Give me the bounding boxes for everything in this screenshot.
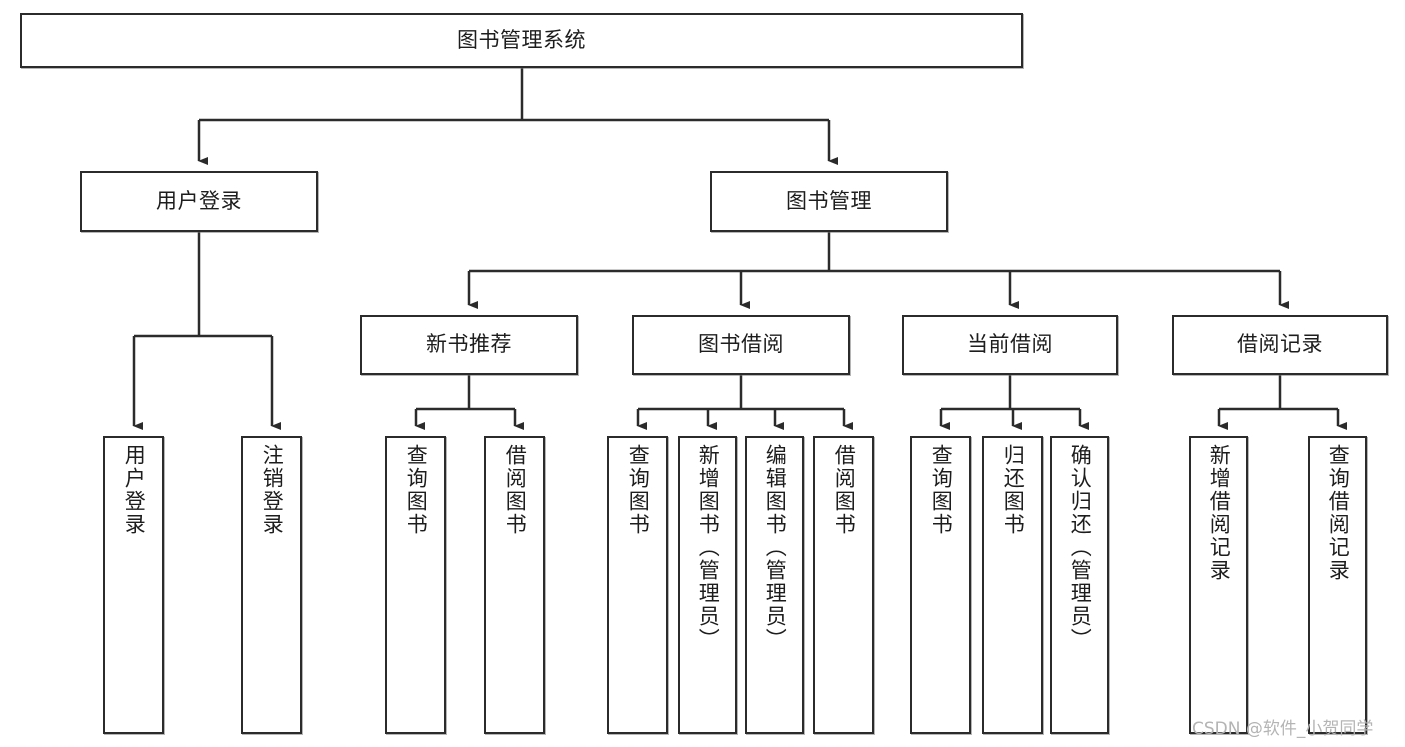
- node-label-borrow-record: 借阅记录: [1237, 332, 1323, 357]
- node-label-leaf-user-login: 用户登录: [122, 444, 147, 536]
- node-label-leaf-confirm-return: 确认归还（管理员）: [1068, 444, 1093, 651]
- node-label-leaf-query-book-3: 查询图书: [929, 444, 954, 536]
- node-leaf-logout[interactable]: 注销登录: [241, 436, 302, 734]
- edge-paths: [132, 68, 1347, 430]
- node-label-current-borrow: 当前借阅: [967, 332, 1053, 357]
- node-leaf-query-book-1[interactable]: 查询图书: [385, 436, 446, 734]
- node-leaf-query-book-2[interactable]: 查询图书: [607, 436, 668, 734]
- node-label-leaf-return-book: 归还图书: [1001, 444, 1026, 536]
- node-book-manage[interactable]: 图书管理: [710, 171, 948, 232]
- node-leaf-return-book[interactable]: 归还图书: [982, 436, 1043, 734]
- node-label-leaf-query-record: 查询借阅记录: [1326, 444, 1351, 582]
- node-leaf-query-record[interactable]: 查询借阅记录: [1308, 436, 1367, 734]
- node-leaf-borrow-book-1[interactable]: 借阅图书: [484, 436, 545, 734]
- node-leaf-add-book[interactable]: 新增图书（管理员）: [678, 436, 737, 734]
- node-label-leaf-add-record: 新增借阅记录: [1207, 444, 1232, 582]
- node-label-leaf-edit-book: 编辑图书（管理员）: [763, 444, 788, 651]
- node-label-leaf-borrow-book-2: 借阅图书: [832, 444, 857, 536]
- node-label-new-book-recommend: 新书推荐: [426, 332, 512, 357]
- node-label-root: 图书管理系统: [457, 27, 586, 52]
- node-new-book-recommend[interactable]: 新书推荐: [360, 315, 578, 375]
- node-leaf-borrow-book-2[interactable]: 借阅图书: [813, 436, 874, 734]
- node-leaf-add-record[interactable]: 新增借阅记录: [1189, 436, 1248, 734]
- node-book-borrow[interactable]: 图书借阅: [632, 315, 850, 375]
- node-label-user-login: 用户登录: [156, 188, 242, 213]
- node-label-leaf-add-book: 新增图书（管理员）: [696, 444, 721, 651]
- node-user-login[interactable]: 用户登录: [80, 171, 318, 232]
- node-leaf-query-book-3[interactable]: 查询图书: [910, 436, 971, 734]
- node-label-book-borrow: 图书借阅: [698, 332, 784, 357]
- node-leaf-edit-book[interactable]: 编辑图书（管理员）: [745, 436, 804, 734]
- node-root[interactable]: 图书管理系统: [20, 13, 1023, 68]
- node-current-borrow[interactable]: 当前借阅: [902, 315, 1118, 375]
- node-leaf-user-login[interactable]: 用户登录: [103, 436, 164, 734]
- node-label-leaf-logout: 注销登录: [260, 444, 285, 536]
- node-label-leaf-query-book-2: 查询图书: [626, 444, 651, 536]
- node-borrow-record[interactable]: 借阅记录: [1172, 315, 1388, 375]
- node-label-leaf-borrow-book-1: 借阅图书: [503, 444, 528, 536]
- node-label-leaf-query-book-1: 查询图书: [404, 444, 429, 536]
- node-leaf-confirm-return[interactable]: 确认归还（管理员）: [1050, 436, 1109, 734]
- node-label-book-manage: 图书管理: [786, 188, 872, 213]
